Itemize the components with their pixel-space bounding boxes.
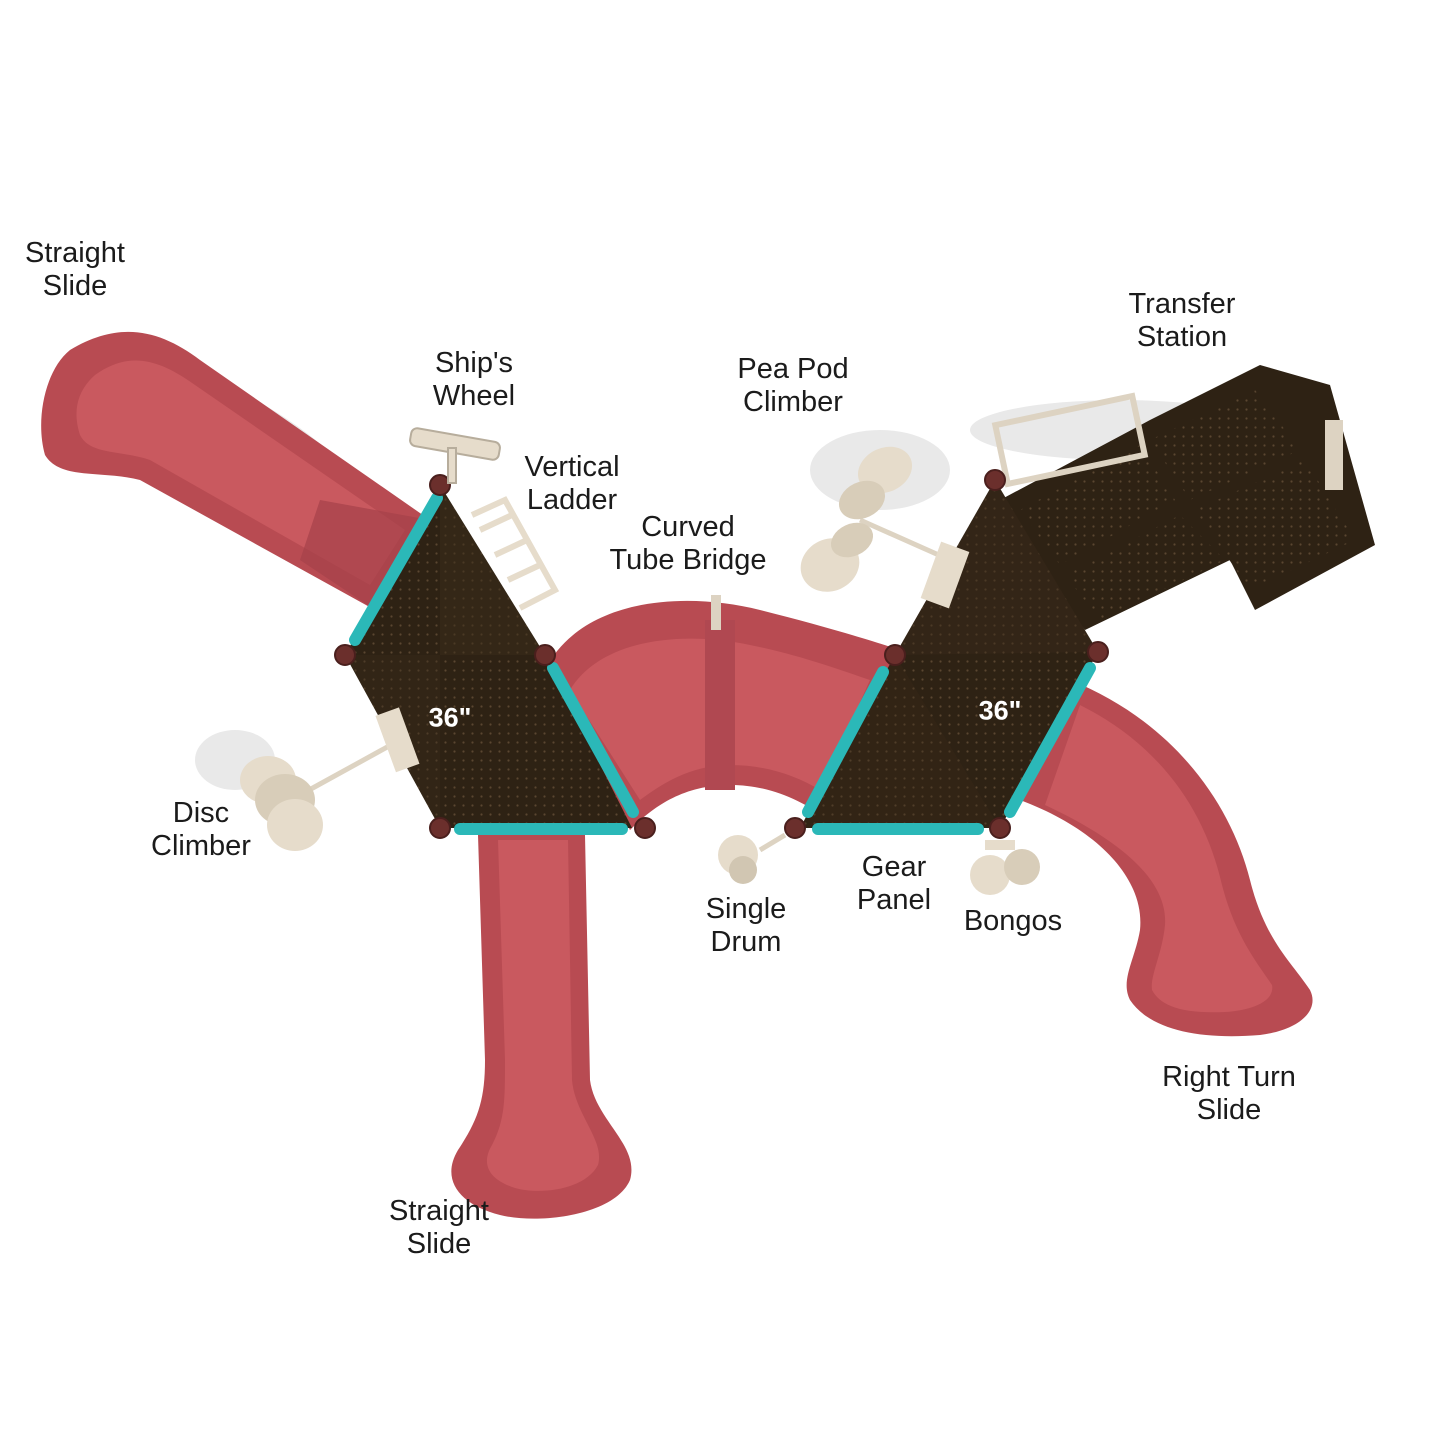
straight-slide-bottom	[451, 835, 632, 1219]
right-deck	[800, 480, 1098, 828]
bongos	[970, 840, 1040, 895]
transfer-station	[991, 365, 1375, 630]
right-turn-slide	[1020, 680, 1313, 1037]
curved-tube-bridge	[545, 595, 900, 830]
label-bongos: Bongos	[963, 905, 1063, 937]
vertical-ladder	[470, 496, 560, 611]
single-drum	[718, 832, 787, 884]
posts	[334, 469, 1109, 839]
straight-slide-top	[41, 331, 430, 610]
barriers	[349, 492, 1096, 835]
deck-height-right: 36"	[978, 695, 1022, 726]
deck-height-left: 36"	[428, 702, 472, 733]
pea-pod-climber	[800, 446, 970, 609]
ships-wheel	[409, 427, 501, 484]
disc-climber	[240, 707, 420, 851]
